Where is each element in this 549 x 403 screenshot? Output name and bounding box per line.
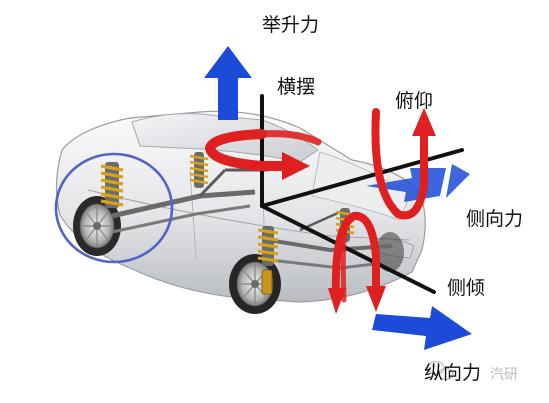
wheel-highlight-circle [54,152,174,264]
lift-force-arrow [204,46,252,120]
axes [260,94,464,294]
pitch-moment-arrow [371,108,436,220]
rear-wheel [73,196,121,256]
roll-moment-arrow [328,212,386,314]
watermark-logo-icon [427,360,454,381]
coil-spring-rear-right [189,152,209,188]
label-lateral-force: 侧向力 [466,208,524,230]
front-wheel [229,254,281,314]
label-longitudinal-force: 纵向力 [424,362,482,384]
label-yaw: 横摆 [277,76,316,98]
label-roll: 侧倾 [447,277,486,299]
longitudinal-force-arrow [372,306,472,350]
coil-spring-front [257,226,279,266]
coil-spring-rear [100,162,124,208]
label-pitch: 俯仰 [395,90,434,112]
label-lift-force: 举升力 [262,14,320,36]
watermark-text: 汽研 [490,367,518,383]
longitudinal-axis [260,204,436,294]
yaw-moment-arrow [204,129,322,180]
lateral-axis [260,148,464,208]
